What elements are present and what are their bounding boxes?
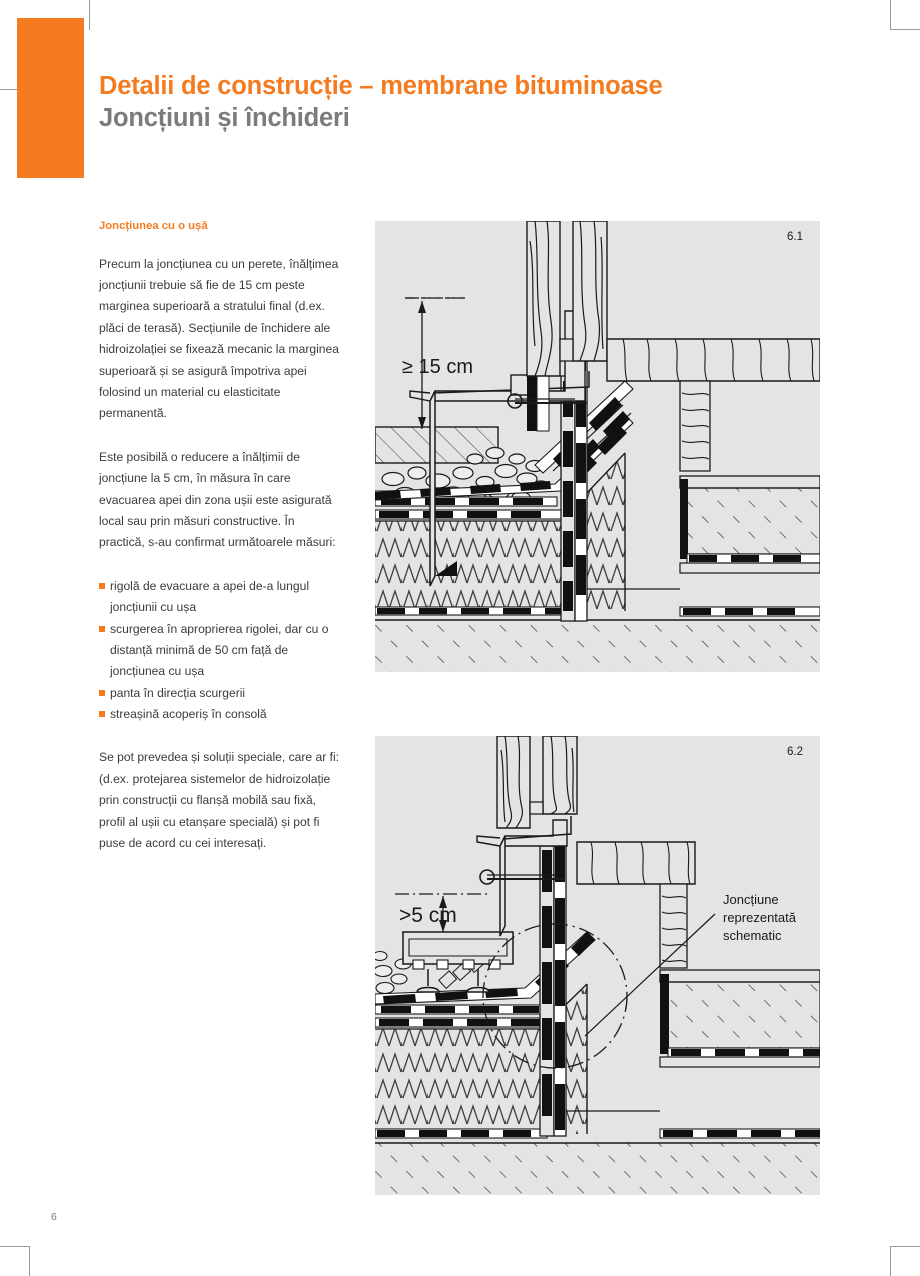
figure-6-1: ≥ 15 cm 6.1 [375,221,820,672]
bullet-square-icon [99,711,105,718]
bullet-square-icon [99,689,105,696]
paragraph-1: Precum la joncțiunea cu un perete, înălț… [99,256,339,421]
list-item: panta în direcția scurgerii [99,683,342,704]
figure-6-2-annotation-line-1: Joncțiune [723,892,779,907]
crop-mark-bottom-right-vertical [890,1246,891,1276]
crop-mark-top-right-horizontal [890,29,920,30]
header-orange-block [17,18,84,178]
bullet-square-icon [99,625,105,632]
list-item: streașină acoperiș în consolă [99,704,342,725]
page-subtitle: Joncțiuni și închideri [99,103,350,132]
list-item: scurgerea în aproprierea rigolei, dar cu… [99,619,342,683]
figure-6-1-drawing: ≥ 15 cm [375,221,820,672]
measures-list: rigolă de evacuare a apei de-a lungul jo… [99,576,342,726]
paragraph-3: Se pot prevedea și soluții speciale, car… [99,750,339,851]
body-text-column: Joncțiunea cu o ușă Precum la joncțiunea… [99,219,342,876]
crop-mark-top-left-horizontal [0,89,30,90]
list-item-label: rigolă de evacuare a apei de-a lungul jo… [110,578,310,615]
list-item-label: scurgerea în aproprierea rigolei, dar cu… [110,621,329,679]
figure-6-2-number: 6.2 [787,746,803,758]
list-item: rigolă de evacuare a apei de-a lungul jo… [99,576,342,619]
section-heading: Joncțiunea cu o ușă [99,220,208,232]
figure-6-1-dimension-label: ≥ 15 cm [402,356,473,378]
bullet-square-icon [99,582,105,589]
list-item-label: panta în direcția scurgerii [110,685,246,700]
figure-6-2-drawing: >5 cm Joncțiune reprezentată schematic [375,736,820,1195]
figure-6-2-annotation-line-2: reprezentată [723,910,797,925]
figure-6-2-dimension-label: >5 cm [399,904,457,927]
page-title: Detalii de construcție – membrane bitumi… [99,72,663,100]
list-item-label: streașină acoperiș în consolă [110,707,267,722]
crop-mark-bottom-left-vertical [29,1246,30,1276]
paragraph-2: Este posibilă o reducere a înălțimii de … [99,449,336,550]
crop-mark-bottom-left-horizontal [0,1246,30,1247]
figure-6-2-annotation-line-3: schematic [723,928,782,943]
crop-mark-top-left-vertical [89,0,90,30]
crop-mark-bottom-right-horizontal [890,1246,920,1247]
figure-6-2: >5 cm Joncțiune reprezentată schematic 6… [375,736,820,1195]
page-number: 6 [51,1211,57,1223]
figure-6-1-number: 6.1 [787,231,803,243]
crop-mark-top-right-vertical [890,0,891,30]
page-title-group: Detalii de construcție – membrane bitumi… [99,72,859,133]
